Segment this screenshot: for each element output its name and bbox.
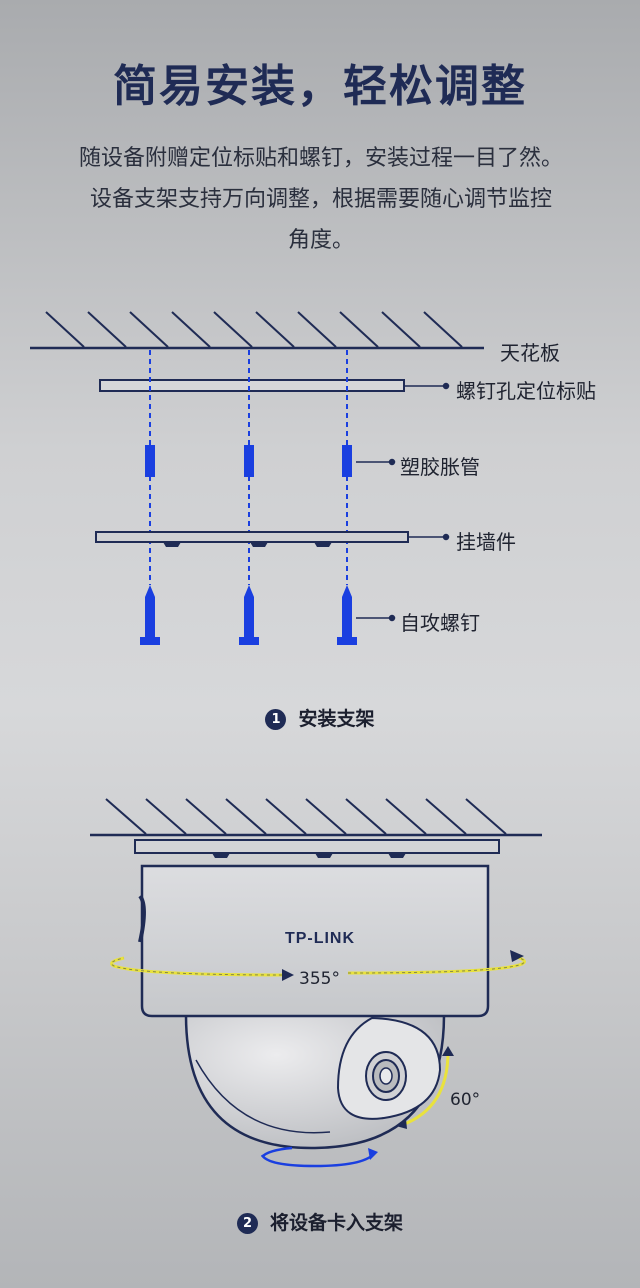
step-1-caption: 1 安装支架 <box>0 704 640 731</box>
leader-lines <box>356 382 450 622</box>
description-line-2: 设备支架支持万向调整，根据需要随心调节监控 <box>89 187 552 212</box>
description: 随设备附赠定位标贴和螺钉，安装过程一目了然。 设备支架支持万向调整，根据需要随心… <box>26 138 616 261</box>
ceiling-2 <box>90 798 542 837</box>
tilt-angle-label: 60° <box>450 1090 481 1110</box>
wall-bracket <box>95 531 409 547</box>
base-rotation-arrow <box>260 1146 378 1168</box>
pan-rotation-arrow <box>110 950 526 981</box>
mount-plate <box>134 839 500 858</box>
plastic-anchors <box>145 445 352 477</box>
step-1-label: 安装支架 <box>298 708 375 730</box>
label-bracket: 挂墙件 <box>456 530 516 554</box>
label-ceiling: 天花板 <box>500 341 560 365</box>
step-2-label: 将设备卡入支架 <box>269 1212 403 1234</box>
description-line-1: 随设备附赠定位标贴和螺钉，安装过程一目了然。 <box>78 146 563 171</box>
pan-angle-label: 355° <box>299 969 340 989</box>
self-tapping-screws <box>140 585 357 645</box>
label-sticker: 螺钉孔定位标贴 <box>456 379 596 403</box>
label-anchor: 塑胶胀管 <box>400 455 480 479</box>
positioning-sticker <box>99 379 405 392</box>
label-screw: 自攻螺钉 <box>400 611 480 635</box>
camera-body <box>138 864 490 1018</box>
step-2-number: 2 <box>236 1213 258 1234</box>
step-2-caption: 2 将设备卡入支架 <box>0 1208 640 1235</box>
brand-logo: TP-LINK <box>284 930 356 947</box>
tilt-rotation-arrow <box>396 1046 454 1129</box>
step-1-number: 1 <box>265 709 287 730</box>
page-title: 简易安装，轻松调整 <box>113 61 527 112</box>
description-line-3: 角度。 <box>287 228 354 253</box>
ceiling-1 <box>30 311 484 350</box>
camera-lens <box>365 1051 407 1101</box>
